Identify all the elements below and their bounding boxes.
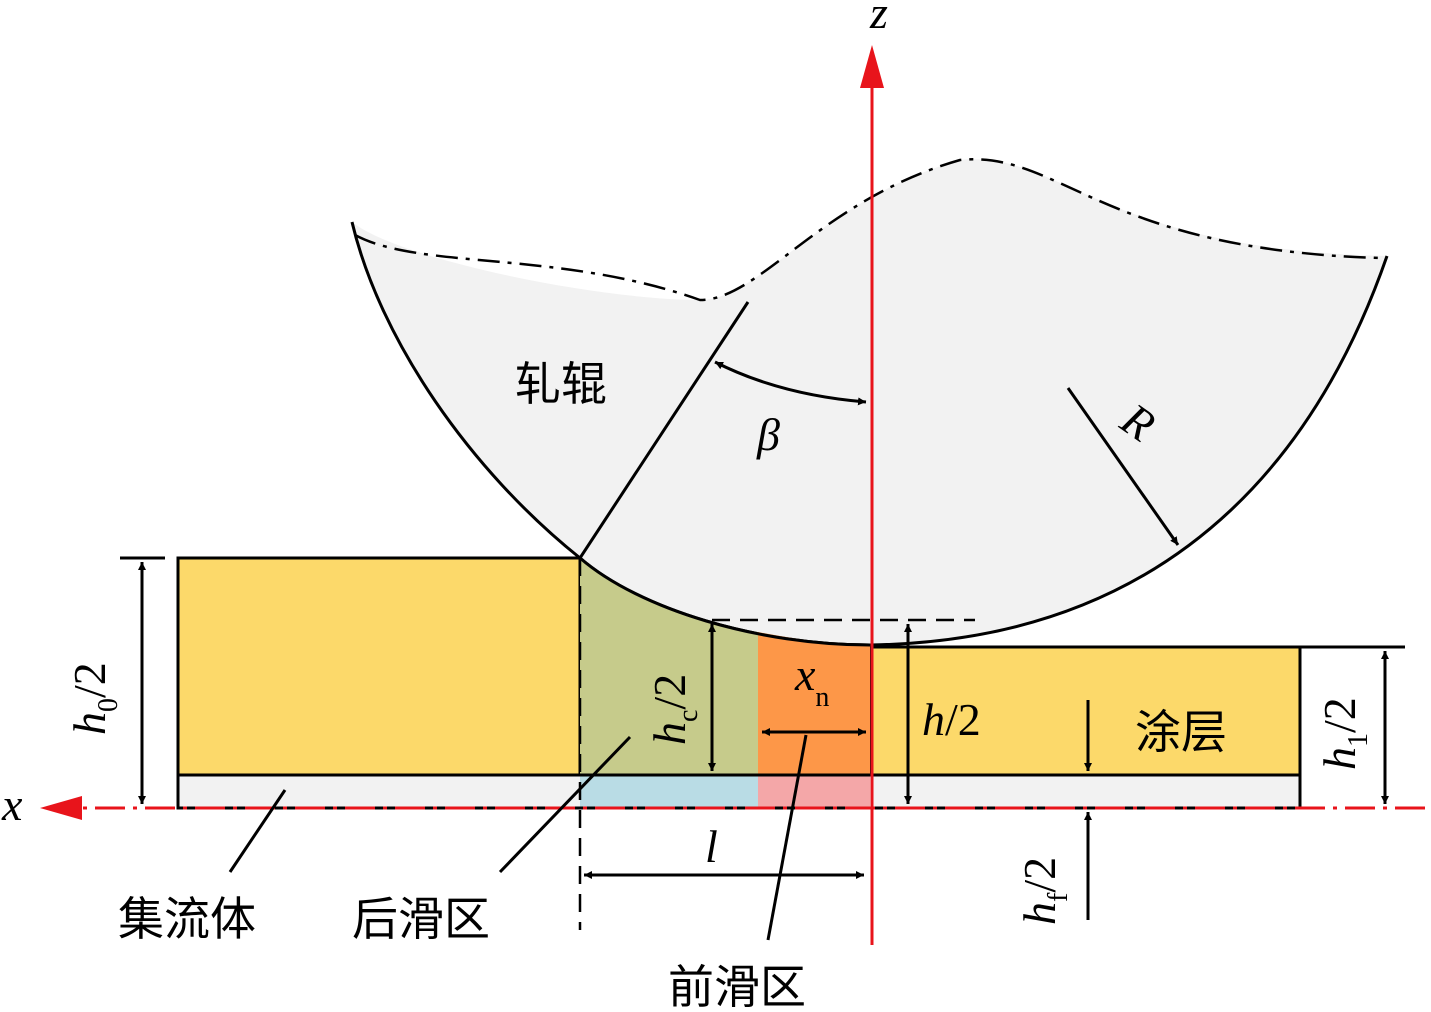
h1-half-label: h1/2 [1314, 697, 1374, 770]
h0-half-label: h0/2 [64, 662, 124, 735]
coating-label: 涂层 [1135, 705, 1227, 759]
backward-zone-label: 后滑区 [352, 892, 490, 946]
z-axis-label: z [869, 0, 888, 38]
beta-arc-arrow [714, 360, 867, 406]
radius-arrow [1066, 387, 1180, 546]
coating-exit [868, 645, 1302, 777]
xn-label: xn [794, 649, 829, 713]
h-half-label: h/2 [922, 694, 981, 745]
collector-backward [580, 776, 758, 807]
hf-half-label: hf/2 [1014, 857, 1074, 925]
roll-body [352, 159, 1387, 645]
z-axis-arrow-icon [860, 45, 884, 88]
x-axis-arrow-icon [40, 796, 82, 820]
roll-break-line [354, 158, 1381, 302]
forward-zone-label: 前滑区 [668, 960, 806, 1012]
roll-label: 轧辊 [515, 357, 607, 411]
forward-slip-zone [758, 632, 870, 775]
coating-entry [176, 556, 582, 777]
contact-length-label: l [705, 821, 718, 872]
collector-forward [758, 776, 870, 807]
x-axis-label: x [1, 779, 23, 830]
collector-label: 集流体 [118, 892, 256, 946]
hc-half-label: hc/2 [644, 674, 704, 745]
beta-label: β [756, 409, 780, 460]
